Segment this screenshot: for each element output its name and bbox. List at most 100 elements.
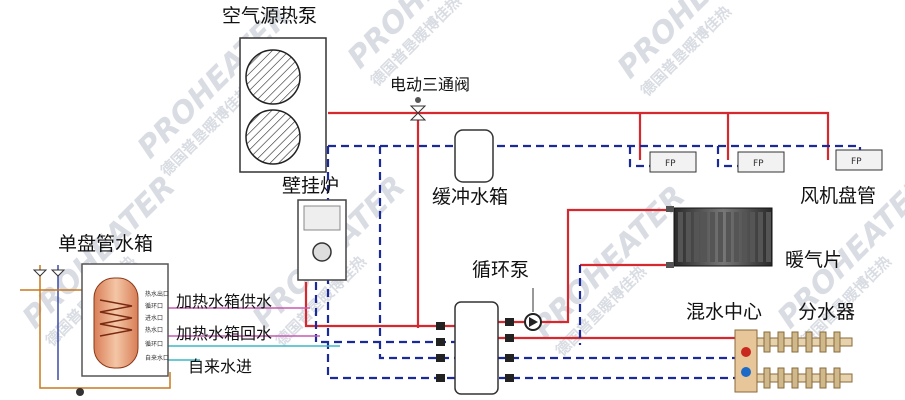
- fan-coil-unit-3: FP: [835, 149, 883, 171]
- supply-pipe-boiler: [304, 282, 455, 328]
- radiator-fin: [702, 212, 707, 262]
- radiator-fins: [678, 212, 771, 262]
- radiator-fin: [734, 212, 739, 262]
- fan-coil-body: [835, 149, 883, 171]
- manifold-port: [833, 331, 841, 353]
- return-branch-fancoil-1: [628, 146, 650, 168]
- manifold: 分水器: [756, 301, 855, 389]
- radiator-fin: [686, 212, 691, 262]
- radiator: 暖气片: [666, 206, 842, 271]
- valve-icon: [409, 112, 427, 121]
- supply-pipe-heatpump-fancoils: [328, 111, 830, 160]
- radiator-fin: [718, 212, 723, 262]
- manifold-port: [763, 331, 771, 353]
- fan-coils: FP FP FP 风机盘管: [649, 149, 883, 207]
- manifold-port: [819, 331, 827, 353]
- manifold-port: [791, 331, 799, 353]
- label-heating-tank-return: 加热水箱回水: [176, 324, 272, 343]
- radiator-fin: [742, 212, 747, 262]
- manifold-supply-bar: [756, 337, 853, 347]
- radiator-fin: [678, 212, 683, 262]
- fan-coil-tag: FP: [851, 157, 862, 167]
- tank-cylinder: [93, 277, 139, 369]
- manifold-port: [805, 331, 813, 353]
- valve-icon: [436, 374, 445, 382]
- radiator-fin: [726, 212, 731, 262]
- tank-port-label: 循环口: [145, 302, 163, 310]
- return-pipe-buffer: [378, 146, 455, 360]
- manifold-port: [763, 367, 771, 389]
- mixing-center-body: [734, 329, 758, 393]
- label-buffer-tank: 缓冲水箱: [432, 186, 508, 208]
- mixing-valve-icon: [741, 367, 751, 377]
- manifold-ports: [763, 331, 841, 389]
- tank-coil-icon: [99, 299, 133, 337]
- tank-port-label: 热水出口: [145, 290, 169, 298]
- radiator-fin: [758, 212, 763, 262]
- supply-pipes: [304, 111, 830, 340]
- drain-pump-icon: [76, 388, 84, 396]
- manifold-port: [791, 367, 799, 389]
- label-mixing-center: 混水中心: [686, 301, 762, 323]
- valve-icon: [505, 318, 514, 326]
- tank-inlet-valves: [32, 269, 84, 396]
- label-three-way-valve: 电动三通阀: [390, 75, 470, 94]
- fan-coil-body: [737, 151, 785, 173]
- fan-icon: [245, 49, 301, 105]
- fan-coil-unit-1: FP: [649, 151, 697, 173]
- manifold-port: [833, 367, 841, 389]
- valve-icon: [505, 374, 514, 382]
- label-manifold: 分水器: [798, 301, 855, 323]
- boiler-dial-icon: [312, 242, 332, 262]
- radiator-fin: [710, 212, 715, 262]
- label-air-source-heat-pump: 空气源热泵: [222, 5, 317, 27]
- three-way-valve: 电动三通阀: [390, 75, 470, 121]
- valve-icon: [436, 322, 445, 330]
- tank-port-label: 自来水口: [145, 354, 169, 362]
- tank-port-label: 热水口: [145, 326, 163, 334]
- single-coil-tank: 热水出口 循环口 进水口 热水口 循环口 自来水口 单盘管水箱: [58, 233, 169, 377]
- radiator-fin: [694, 212, 699, 262]
- valve-icon: [32, 269, 48, 277]
- valve-icon: [436, 354, 445, 362]
- buffer-tank-body: [454, 129, 494, 183]
- radiator-valve-icon: [666, 206, 674, 212]
- label-fan-coil: 风机盘管: [800, 185, 876, 207]
- valve-icon: [505, 334, 514, 342]
- manifold-return-bar: [756, 373, 853, 383]
- buffer-tank: 缓冲水箱: [432, 129, 508, 208]
- valve-icon: [505, 354, 514, 362]
- fan-coil-tag: FP: [753, 159, 764, 169]
- wall-hung-boiler: 壁挂炉: [282, 175, 347, 281]
- label-single-coil-tank: 单盘管水箱: [58, 233, 153, 255]
- tank-port-label: 循环口: [145, 340, 163, 348]
- tank-port-label: 进水口: [145, 314, 163, 322]
- valve-actuator-icon: [415, 97, 421, 103]
- manifold-port: [819, 367, 827, 389]
- valve-icon: [50, 269, 66, 277]
- circulation-pump: 循环泵: [472, 259, 542, 331]
- return-pipes: [314, 144, 862, 380]
- label-radiator: 暖气片: [785, 249, 842, 271]
- fan-coil-unit-2: FP: [737, 151, 785, 173]
- label-wall-hung-boiler: 壁挂炉: [282, 175, 339, 197]
- separator-valves: [436, 318, 514, 382]
- air-source-heat-pump: 空气源热泵: [222, 5, 327, 173]
- hydraulic-separator: [436, 301, 514, 395]
- radiator-fin: [750, 212, 755, 262]
- manifold-port: [777, 367, 785, 389]
- radiator-fin: [766, 212, 771, 262]
- radiator-valve-icon: [666, 262, 674, 268]
- boiler-panel: [303, 205, 341, 231]
- valve-icon: [436, 338, 445, 346]
- manifold-port: [777, 331, 785, 353]
- return-pipe-boiler: [314, 282, 455, 344]
- label-tap-water-in: 自来水进: [188, 357, 252, 376]
- tank-lines: [20, 265, 340, 389]
- mixing-pump-icon: [741, 347, 751, 357]
- fan-coil-tag: FP: [665, 159, 676, 169]
- manifold-port: [805, 367, 813, 389]
- orange-loop: [39, 265, 171, 389]
